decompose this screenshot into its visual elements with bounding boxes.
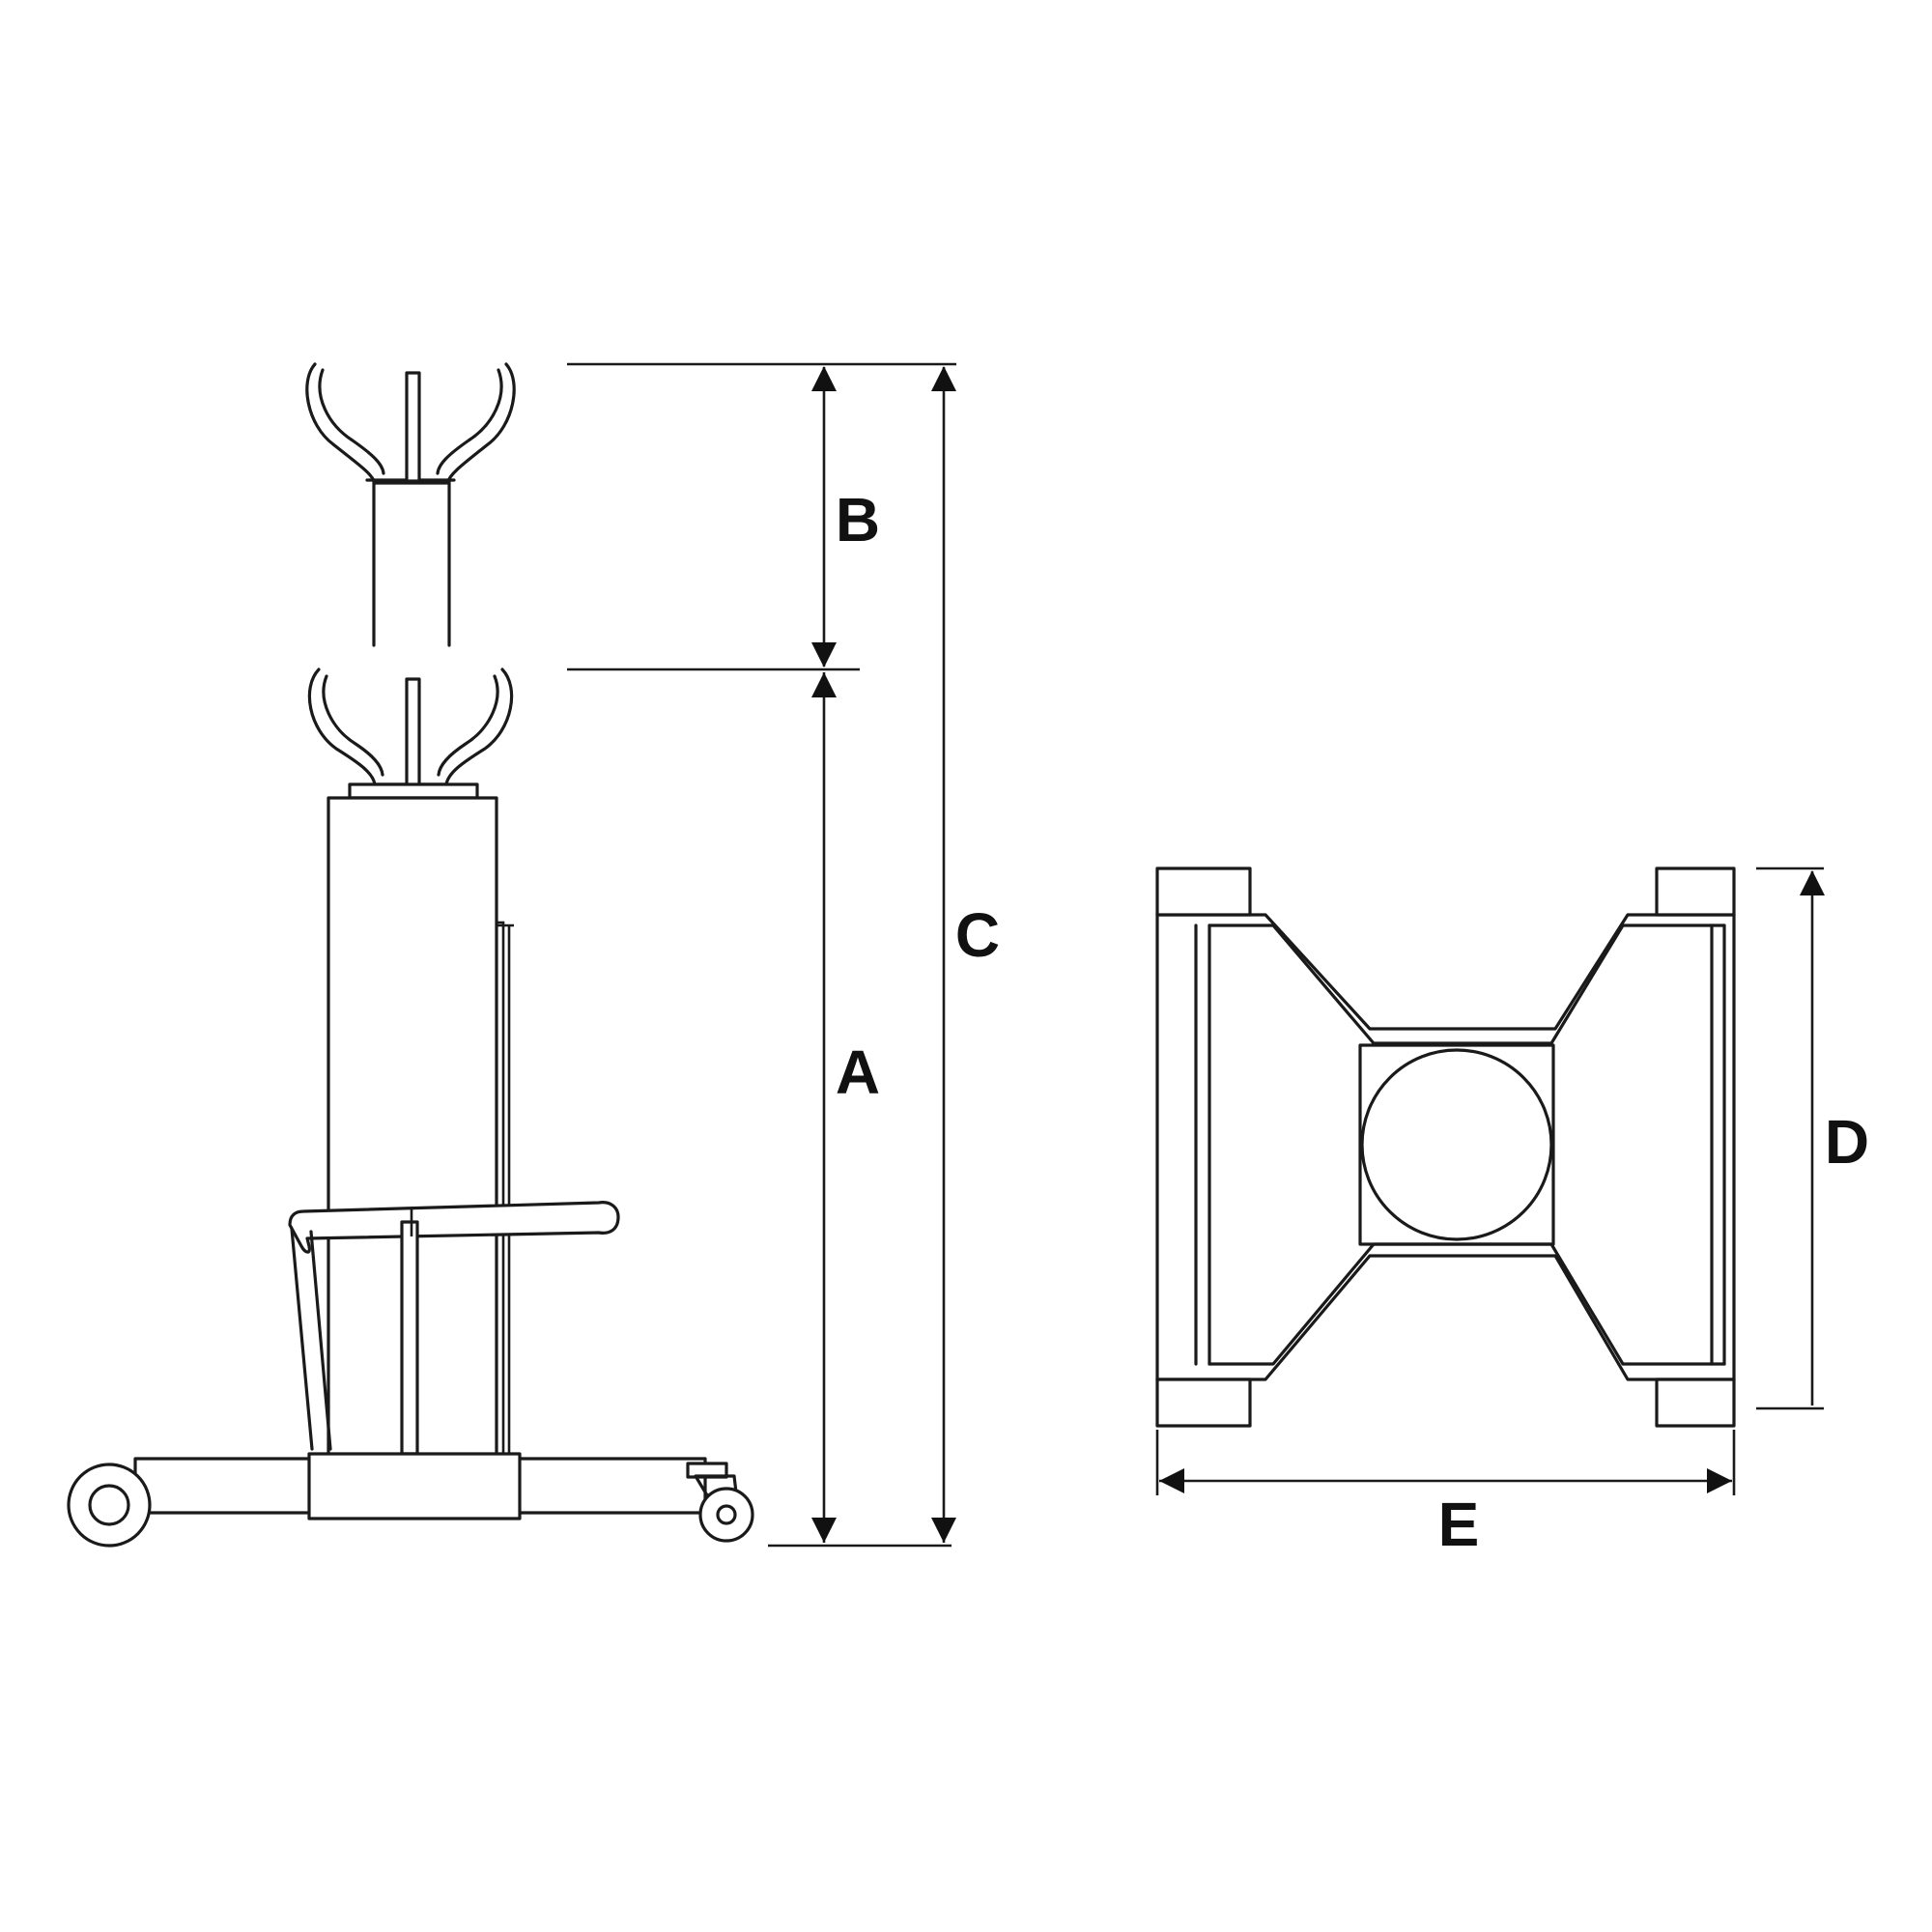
- top-dimensions: D E: [1155, 867, 1869, 1559]
- side-dimensions: B A C: [567, 362, 1000, 1548]
- cylinder-body: [327, 796, 514, 1458]
- label-d: D: [1825, 1107, 1869, 1177]
- pad-top-right: [1655, 867, 1736, 917]
- front-wheel: [67, 1463, 152, 1548]
- centre-plate: [1358, 1043, 1555, 1246]
- dimension-c: C: [931, 366, 1000, 1543]
- pump-handle: [288, 1201, 620, 1456]
- label-a: A: [836, 1037, 880, 1107]
- jack-side-view: [67, 362, 754, 1548]
- pad-top-left: [1155, 867, 1252, 917]
- label-e: E: [1438, 1490, 1480, 1559]
- base-frame: [133, 1452, 738, 1520]
- rear-caster: [698, 1487, 754, 1543]
- raised-saddle: [305, 362, 516, 647]
- pad-bottom-right: [1655, 1378, 1736, 1428]
- dimension-e: E: [1155, 1430, 1736, 1559]
- dimension-b: B: [811, 366, 880, 668]
- base-top-view: [1155, 867, 1736, 1428]
- cylinder-footprint: [1360, 1048, 1553, 1241]
- label-c: C: [955, 900, 1000, 970]
- retracted-saddle: [307, 668, 514, 800]
- dimension-d: D: [1756, 867, 1869, 1410]
- dimension-a: A: [811, 672, 880, 1543]
- label-b: B: [836, 485, 880, 554]
- pad-bottom-left: [1155, 1378, 1252, 1428]
